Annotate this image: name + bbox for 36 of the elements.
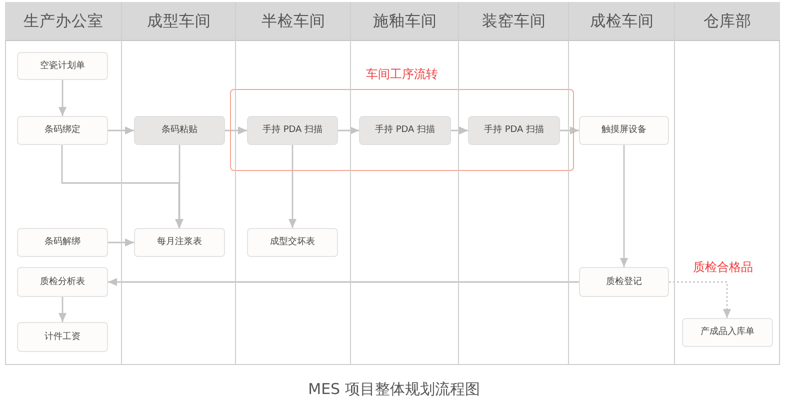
process-box: 每月注浆表	[134, 228, 225, 257]
arrow	[288, 145, 297, 228]
process-box: 手持 PDA 扫描	[247, 116, 338, 145]
lane-header: 成检车间	[569, 2, 675, 41]
arrow	[58, 80, 67, 116]
arrow	[58, 297, 67, 322]
arrow	[669, 281, 732, 318]
lane-header: 仓库部	[675, 2, 780, 41]
process-box: 成型交坏表	[247, 228, 338, 257]
lane-header: 生产办公室	[5, 2, 122, 41]
process-box: 产成品入库单	[682, 318, 773, 347]
process-box: 条码解绑	[17, 228, 108, 257]
process-box: 质检分析表	[17, 267, 108, 297]
lane-header: 成型车间	[122, 2, 236, 41]
group-label: 车间工序流转	[366, 67, 438, 82]
process-box: 触摸屏设备	[579, 116, 669, 145]
edge-label: 质检合格品	[692, 260, 754, 275]
lane-header: 半检车间	[236, 2, 351, 41]
arrow	[620, 145, 628, 267]
process-box: 条码绑定	[17, 116, 108, 145]
arrow	[560, 126, 579, 135]
process-box: 空瓷计划单	[17, 52, 108, 80]
arrow	[108, 238, 134, 247]
lane-header: 装窑车间	[459, 2, 569, 41]
arrow	[225, 126, 247, 135]
arrow	[451, 126, 468, 135]
arrow	[338, 126, 359, 135]
process-box: 质检登记	[579, 267, 669, 297]
process-box: 计件工资	[17, 322, 108, 352]
process-box: 手持 PDA 扫描	[359, 116, 451, 145]
arrow	[108, 126, 134, 135]
process-box: 手持 PDA 扫描	[468, 116, 560, 145]
caption: MES 项目整体规划流程图	[308, 380, 480, 398]
process-box: 条码粘贴	[134, 116, 225, 145]
lane-header: 施釉车间	[351, 2, 459, 41]
arrow	[108, 278, 579, 286]
